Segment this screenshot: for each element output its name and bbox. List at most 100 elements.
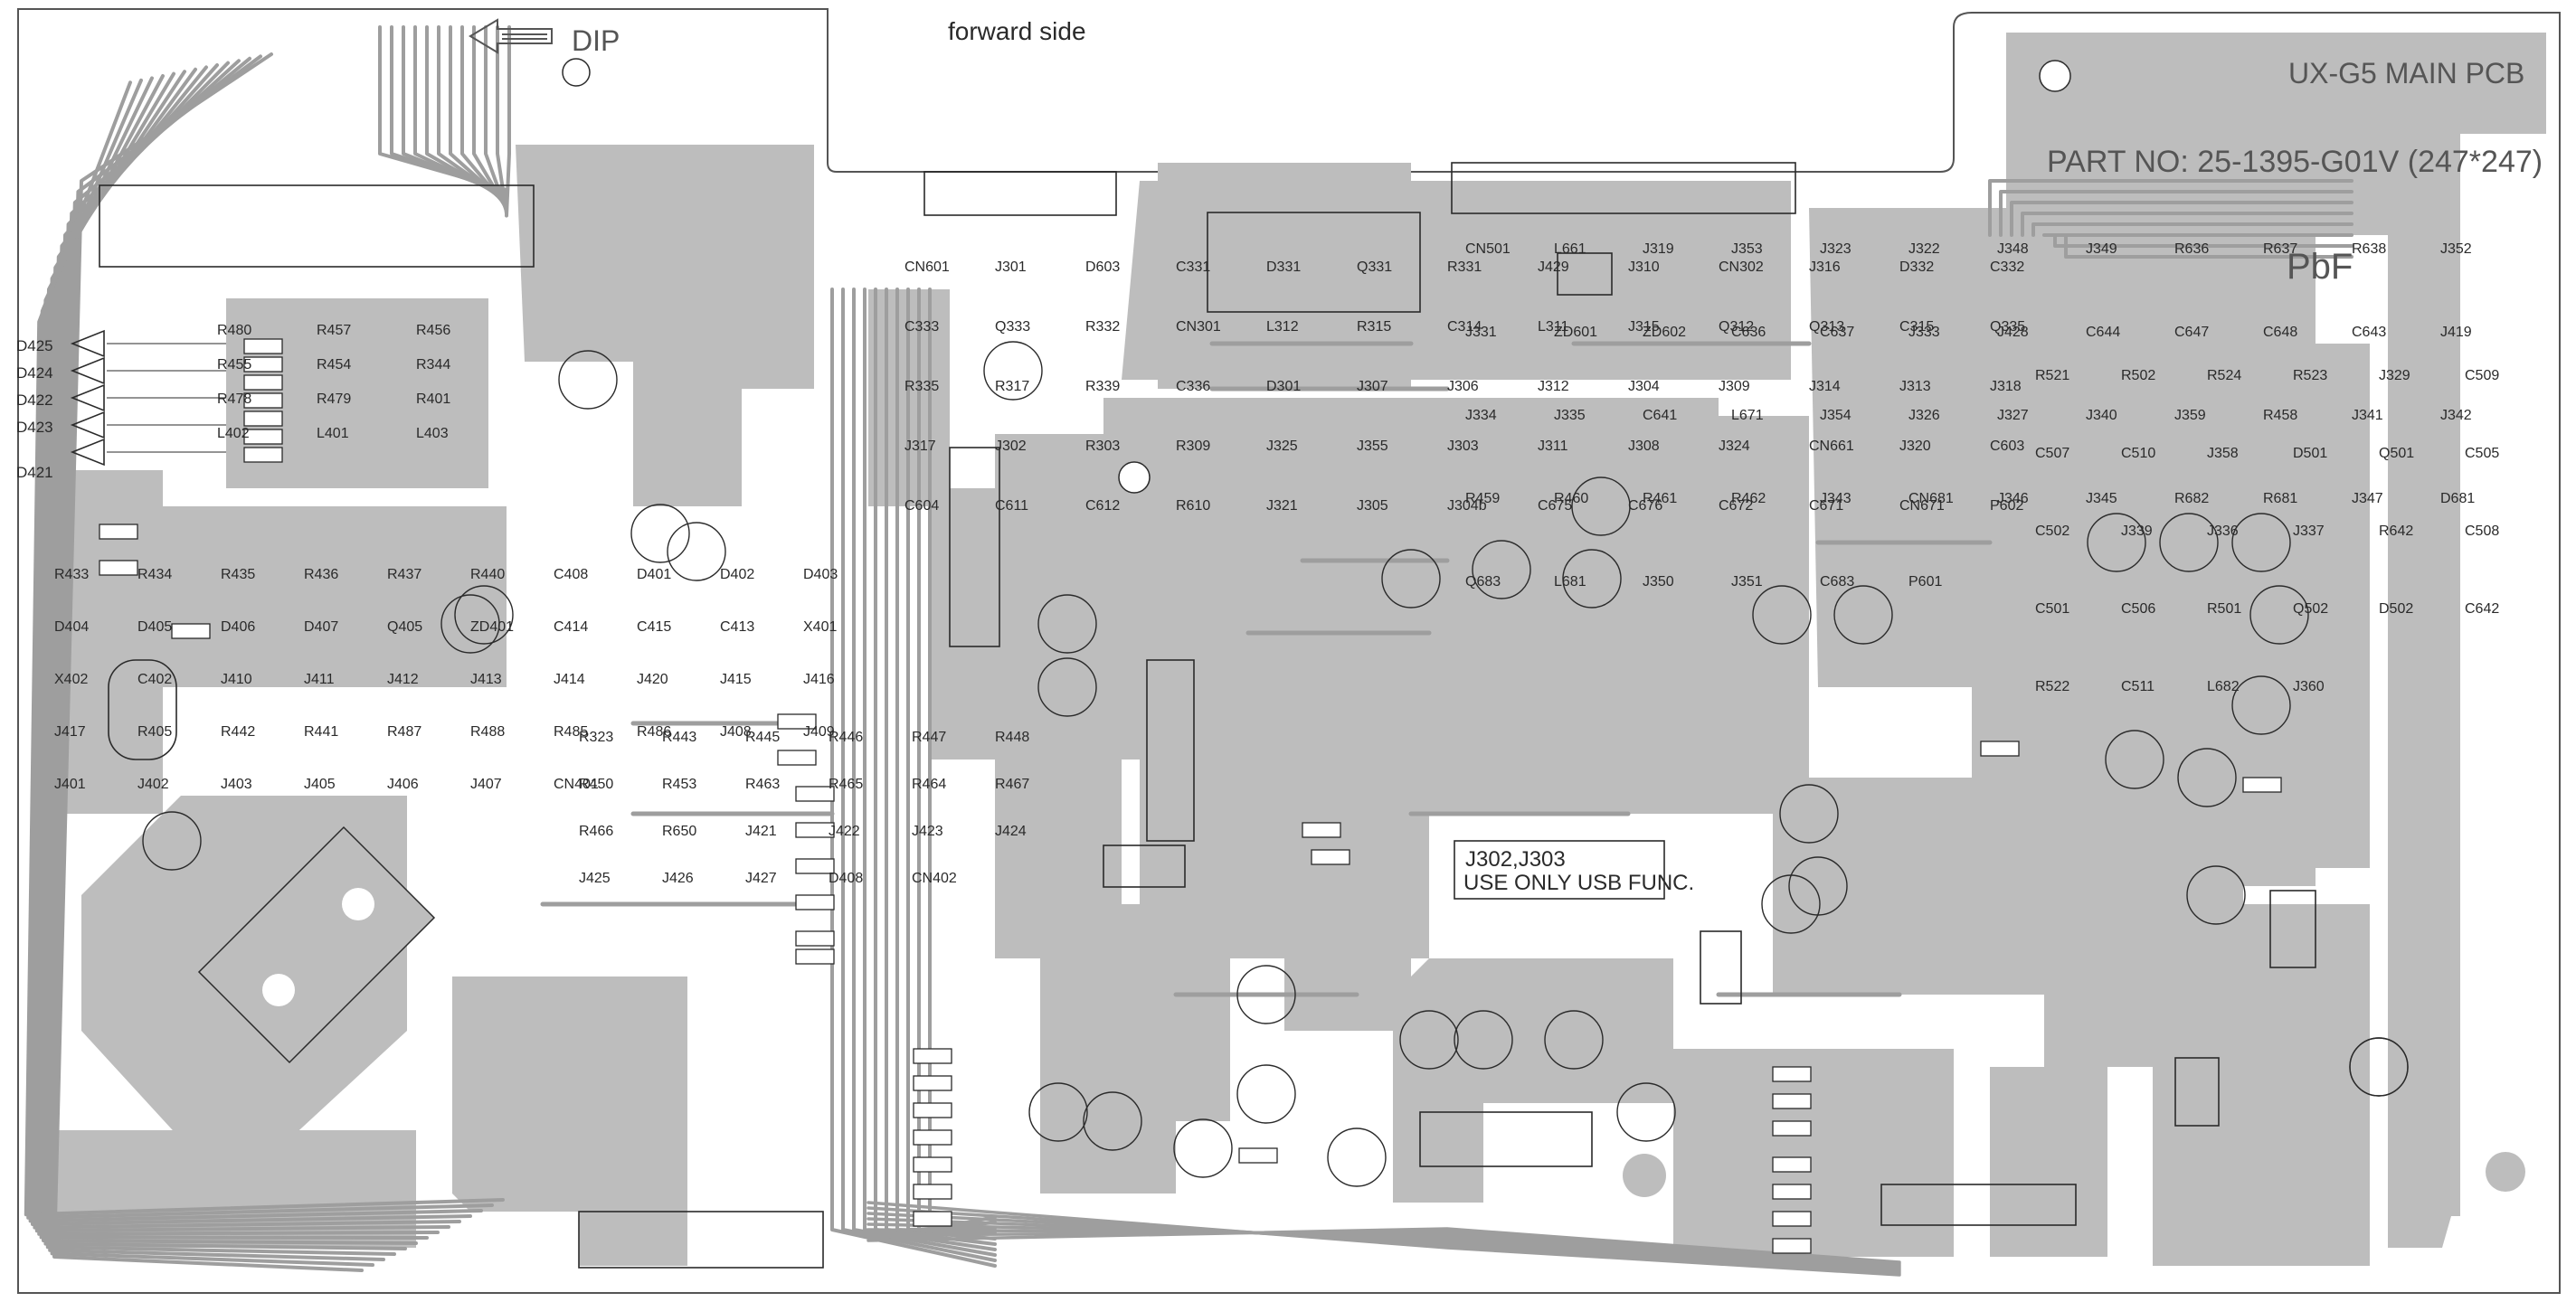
designator-label: R682 xyxy=(2174,491,2209,506)
designator-label: J403 xyxy=(221,777,252,792)
mount-hole-top-left xyxy=(562,58,591,87)
capacitor-outline xyxy=(1236,965,1296,1024)
designator-label: C507 xyxy=(2035,446,2069,461)
capacitor-outline xyxy=(2231,513,2291,572)
trace xyxy=(472,25,508,211)
designator-label: R636 xyxy=(2174,241,2209,257)
led-symbol xyxy=(70,329,105,358)
trace xyxy=(867,1227,1901,1264)
designator-label: J349 xyxy=(2086,241,2117,257)
designator-label: C637 xyxy=(1820,325,1854,340)
designator-label: X402 xyxy=(54,672,88,687)
designator-label: J341 xyxy=(2352,408,2383,423)
designator-label: D681 xyxy=(2440,491,2475,506)
designator-label: C671 xyxy=(1809,498,1843,514)
trace xyxy=(1999,190,2353,237)
designator-label: R339 xyxy=(1085,379,1120,394)
designator-label: X401 xyxy=(803,619,837,635)
designator-label: J336 xyxy=(2207,524,2239,539)
designator-label: J421 xyxy=(745,824,777,839)
capacitor-outline xyxy=(1544,1010,1604,1070)
designator-label: P602 xyxy=(1990,498,2023,514)
designator-label: C672 xyxy=(1719,498,1753,514)
designator-label: D502 xyxy=(2379,601,2413,617)
designator-label: J348 xyxy=(1997,241,2029,257)
designator-label: C415 xyxy=(637,619,671,635)
capacitor-outline xyxy=(1472,540,1531,599)
designator-label: J407 xyxy=(470,777,502,792)
capacitor-outline xyxy=(1083,1091,1142,1151)
page-caption: forward side xyxy=(948,17,1086,45)
l661-box xyxy=(1557,252,1613,296)
designator-label: J409 xyxy=(803,724,835,740)
designator-label: R455 xyxy=(217,357,251,373)
capacitor-outline xyxy=(1327,1127,1387,1187)
resistor-outline xyxy=(913,1184,952,1200)
l682-box xyxy=(2269,890,2316,968)
trace xyxy=(867,1217,1901,1271)
designator-label: R442 xyxy=(221,724,255,740)
designator-label: J333 xyxy=(1908,325,1940,340)
designator-label: CN661 xyxy=(1809,439,1854,454)
designator-label: C604 xyxy=(904,498,939,514)
capacitor-outline xyxy=(1028,1082,1088,1142)
dip-arrow-icon xyxy=(469,18,553,54)
resistor-outline xyxy=(243,374,283,391)
designator-label: CN301 xyxy=(1176,319,1221,335)
trace xyxy=(449,25,508,206)
l671-box xyxy=(1700,930,1742,1005)
designator-label: D405 xyxy=(137,619,172,635)
designator-label: ZD602 xyxy=(1643,325,1686,340)
designator-label: J419 xyxy=(2440,325,2472,340)
designator-label: R462 xyxy=(1731,491,1766,506)
designator-label: C636 xyxy=(1731,325,1766,340)
designator-label: J413 xyxy=(470,672,502,687)
cn302-connector xyxy=(949,447,1000,647)
designator-label: C502 xyxy=(2035,524,2069,539)
designator-label: J308 xyxy=(1628,439,1660,454)
designator-label: J339 xyxy=(2121,524,2153,539)
capacitor-outline xyxy=(1752,585,1812,645)
usb-note-frame xyxy=(1454,840,1665,900)
designator-label: J340 xyxy=(2086,408,2117,423)
designator-label: CN671 xyxy=(1899,498,1945,514)
designator-label: J314 xyxy=(1809,379,1841,394)
resistor-outline xyxy=(777,713,817,730)
resistor-outline xyxy=(913,1102,952,1118)
trace xyxy=(867,1222,1901,1269)
designator-label: J352 xyxy=(2440,241,2472,257)
resistor-outline xyxy=(1238,1147,1278,1164)
capacitor-outline xyxy=(1454,1010,1513,1070)
resistor-outline xyxy=(1302,822,1341,838)
capacitor-outline xyxy=(1833,585,1893,645)
resistor-outline xyxy=(1772,1093,1812,1109)
designator-label: R440 xyxy=(470,567,505,582)
trace xyxy=(26,78,494,1220)
resistor-outline xyxy=(913,1075,952,1091)
designator-label: D401 xyxy=(637,567,671,582)
designator-label: R502 xyxy=(2121,368,2155,383)
capacitor-outline xyxy=(454,585,514,645)
resistor-outline xyxy=(913,1156,952,1173)
designator-label: C612 xyxy=(1085,498,1120,514)
capacitor-outline xyxy=(1761,874,1821,934)
designator-label: C509 xyxy=(2465,368,2499,383)
trace xyxy=(867,1212,1901,1273)
designator-label: J351 xyxy=(1731,574,1763,590)
capacitor-outline xyxy=(1562,549,1622,609)
designator-label: J313 xyxy=(1899,379,1931,394)
designator-label: CN401 xyxy=(554,777,599,792)
designator-label: R488 xyxy=(470,724,505,740)
designator-label: C642 xyxy=(2465,601,2499,617)
designator-label: D603 xyxy=(1085,259,1120,275)
designator-label: C332 xyxy=(1990,259,2024,275)
trace xyxy=(2010,201,2353,237)
resistor-outline xyxy=(1772,1156,1812,1173)
x401-crystal xyxy=(108,659,177,760)
capacitor-outline xyxy=(1399,1010,1459,1070)
l312-box xyxy=(1103,844,1186,888)
p601-pad xyxy=(2486,1152,2525,1192)
designator-label: R638 xyxy=(2352,241,2386,257)
trace xyxy=(852,288,997,1257)
